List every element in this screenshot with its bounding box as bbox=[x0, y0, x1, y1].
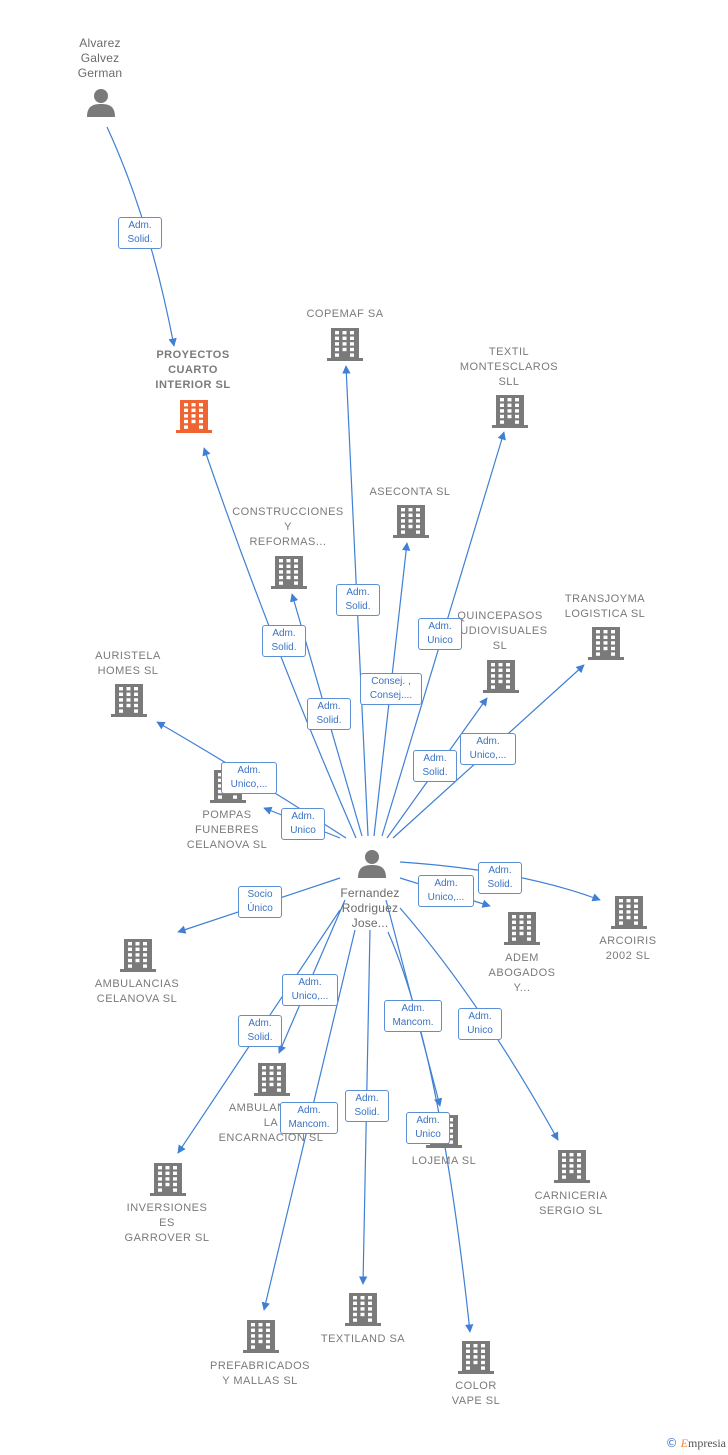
building-icon[interactable] bbox=[120, 939, 156, 972]
node-label-ambulancias_encarnacion[interactable]: AMBULANCIAS LA ENCARNACION SL bbox=[218, 1102, 324, 1144]
node-label-ambulancias_celanova[interactable]: AMBULANCIAS CELANOVA SL bbox=[94, 978, 180, 1005]
building-icon[interactable] bbox=[458, 1341, 494, 1374]
person-icon[interactable] bbox=[358, 850, 386, 878]
node-label-copemaf[interactable]: COPEMAF SA bbox=[306, 308, 384, 320]
building-icon[interactable] bbox=[271, 556, 307, 589]
edge-label-auristela: Adm. Unico,... bbox=[221, 762, 277, 794]
building-icon[interactable] bbox=[327, 328, 363, 361]
node-label-textil[interactable]: TEXTIL MONTESCLAROS SLL bbox=[459, 346, 559, 388]
edge-label-construcciones: Adm. Solid. bbox=[307, 698, 351, 730]
node-label-prefabricados[interactable]: PREFABRICADOS Y MALLAS SL bbox=[209, 1360, 311, 1387]
building-icon[interactable] bbox=[588, 627, 624, 660]
node-label-proyectos[interactable]: PROYECTOS CUARTO INTERIOR SL bbox=[155, 349, 231, 391]
building-icon[interactable] bbox=[393, 505, 429, 538]
node-label-arcoiris[interactable]: ARCOIRIS 2002 SL bbox=[599, 935, 657, 962]
edge-label-quincepasos: Adm. Solid. bbox=[413, 750, 457, 782]
person-icon[interactable] bbox=[87, 89, 115, 117]
edge-label-adem: Adm. Unico,... bbox=[418, 875, 474, 907]
node-label-adem[interactable]: ADEM ABOGADOS Y... bbox=[488, 952, 556, 994]
building-icon[interactable] bbox=[254, 1063, 290, 1096]
node-label-fernandez[interactable]: Fernandez Rodriguez Jose... bbox=[340, 886, 400, 930]
node-label-pompas[interactable]: POMPAS FUNEBRES CELANOVA SL bbox=[186, 809, 268, 851]
edge-fernandez-colorvape bbox=[387, 931, 474, 1333]
edge-label-ambulancias_celanova: Socio Único bbox=[238, 886, 282, 918]
edge-label-carniceria: Adm. Unico bbox=[458, 1008, 502, 1040]
brand-name: mpresia bbox=[688, 1436, 726, 1450]
node-label-textiland[interactable]: TEXTILAND SA bbox=[320, 1333, 406, 1345]
edge-label-copemaf: Adm. Solid. bbox=[336, 584, 380, 616]
node-label-transjoyma[interactable]: TRANSJOYMA LOGISTICA SL bbox=[564, 593, 646, 620]
edge-label-lojema: Adm. Mancom. bbox=[384, 1000, 442, 1032]
edge-label-proyectos: Adm. Solid. bbox=[262, 625, 306, 657]
edge-label-arcoiris: Adm. Solid. bbox=[478, 862, 522, 894]
edge-label-proyectos: Adm. Solid. bbox=[118, 217, 162, 249]
footer-brand: ©Empresia bbox=[666, 1436, 726, 1451]
building-icon[interactable] bbox=[345, 1293, 381, 1326]
node-label-lojema[interactable]: LOJEMA SL bbox=[411, 1155, 477, 1167]
edge-label-ambulancias_encarnacion: Adm. Unico,... bbox=[282, 974, 338, 1006]
building-icon[interactable] bbox=[492, 395, 528, 428]
edge-label-transjoyma: Adm. Unico,... bbox=[460, 733, 516, 765]
edge-label-textiland: Adm. Solid. bbox=[345, 1090, 389, 1122]
node-label-auristela[interactable]: AURISTELA HOMES SL bbox=[95, 650, 161, 677]
node-label-colorvape[interactable]: COLOR VAPE SL bbox=[451, 1380, 501, 1407]
building-icon[interactable] bbox=[243, 1320, 279, 1353]
node-label-alvarez[interactable]: Alvarez Galvez German bbox=[77, 36, 123, 80]
edge-label-textil: Adm. Unico bbox=[418, 618, 462, 650]
building-icon[interactable] bbox=[554, 1150, 590, 1183]
node-label-construcciones[interactable]: CONSTRUCCIONES Y REFORMAS... bbox=[232, 506, 344, 548]
node-label-aseconta[interactable]: ASECONTA SL bbox=[369, 486, 451, 498]
node-label-carniceria[interactable]: CARNICERIA SERGIO SL bbox=[534, 1190, 608, 1217]
brand-initial: E bbox=[680, 1436, 688, 1450]
building-icon[interactable] bbox=[176, 400, 212, 433]
building-icon[interactable] bbox=[150, 1163, 186, 1196]
building-icon[interactable] bbox=[483, 660, 519, 693]
copyright-icon: © bbox=[665, 1436, 678, 1450]
node-label-quincepasos[interactable]: QUINCEPASOS AUDIOVISUALES SL bbox=[452, 610, 548, 652]
node-label-inversiones[interactable]: INVERSIONES ES GARROVER SL bbox=[124, 1202, 210, 1244]
building-icon[interactable] bbox=[611, 896, 647, 929]
edge-label-inversiones: Adm. Solid. bbox=[238, 1015, 282, 1047]
edge-label-colorvape: Adm. Unico bbox=[406, 1112, 450, 1144]
edge-label-prefabricados: Adm. Mancom. bbox=[280, 1102, 338, 1134]
building-icon[interactable] bbox=[111, 684, 147, 717]
edge-label-pompas: Adm. Unico bbox=[281, 808, 325, 840]
edge-label-aseconta: Consej. , Consej.... bbox=[360, 673, 422, 705]
building-icon[interactable] bbox=[504, 912, 540, 945]
